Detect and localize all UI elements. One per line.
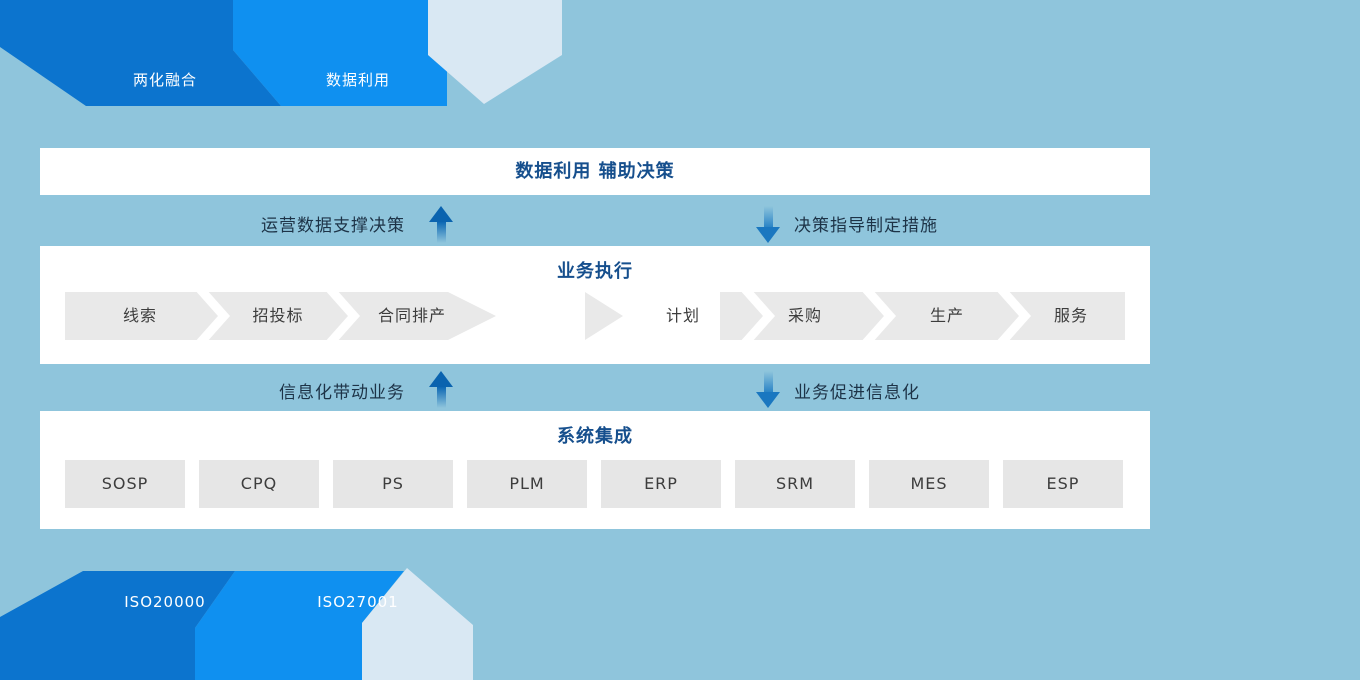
system-box-esp: ESP [1003, 460, 1123, 508]
down-arrow-icon [756, 206, 780, 243]
down-arrow-icon [756, 371, 780, 408]
chevron-separator-icon [862, 292, 897, 340]
top-ribbon-pale-shape [428, 0, 562, 104]
system-box-ps: PS [333, 460, 453, 508]
step-leads: 线索 [122, 306, 157, 325]
system-box-mes: MES [869, 460, 989, 508]
up-arrow-icon [429, 371, 453, 408]
tab-iso20000[interactable]: ISO20000 [124, 593, 206, 611]
flow1-right-label: 决策指导制定措施 [794, 216, 938, 236]
bottom-ribbon-dark-shape [0, 571, 235, 680]
system-box-srm: SRM [735, 460, 855, 508]
step-procurement: 采购 [787, 306, 822, 325]
system-box-cpq: CPQ [199, 460, 319, 508]
execution-panel: 业务执行 线索 招投标 合同排产 计划 采购 生产 服务 [40, 246, 1150, 364]
flow2-right-label: 业务促进信息化 [794, 383, 920, 403]
execution-panel-title: 业务执行 [557, 261, 633, 282]
chevron-band-left [65, 292, 496, 340]
step-bidding: 招投标 [252, 306, 304, 325]
system-box-sosp: SOSP [65, 460, 185, 508]
step-contract-scheduling: 合同排产 [377, 306, 446, 325]
chevron-separator-icon [326, 292, 361, 340]
decision-panel-title: 数据利用 辅助决策 [515, 161, 675, 182]
step-plan: 计划 [665, 306, 700, 325]
tab-iso27001[interactable]: ISO27001 [317, 593, 399, 611]
chevron-separator-icon [997, 292, 1032, 340]
top-ribbon-dark-shape [0, 0, 281, 106]
systems-panel-title: 系统集成 [557, 426, 633, 447]
chevron-middle-arrow-icon [585, 292, 623, 340]
system-box-plm: PLM [467, 460, 587, 508]
tab-lianghua-ronghe[interactable]: 两化融合 [132, 71, 197, 89]
up-arrow-icon [429, 206, 453, 243]
flow2-left-label: 信息化带动业务 [279, 383, 405, 403]
top-ribbon-group [0, 0, 562, 106]
systems-panel: 系统集成 SOSP CPQ PS PLM ERP SRM MES ESP [40, 411, 1150, 529]
top-ribbon-bright-shape [233, 0, 447, 106]
execution-flow-shapes [65, 292, 1125, 340]
step-service: 服务 [1053, 306, 1088, 325]
bottom-ribbon-bright-shape [195, 571, 404, 680]
chevron-separator-icon [196, 292, 231, 340]
step-production: 生产 [929, 306, 964, 325]
tab-shuju-liyong[interactable]: 数据利用 [325, 71, 390, 89]
decision-panel: 数据利用 辅助决策 [40, 148, 1150, 195]
system-box-erp: ERP [601, 460, 721, 508]
flow1-left-label: 运营数据支撑决策 [261, 216, 405, 236]
chevron-separator-icon [741, 292, 776, 340]
chevron-band-right [720, 292, 1125, 340]
system-box-row: SOSP CPQ PS PLM ERP SRM MES ESP [65, 460, 1123, 508]
bottom-ribbon-group [0, 568, 473, 680]
bottom-ribbon-pale-shape [362, 568, 473, 680]
